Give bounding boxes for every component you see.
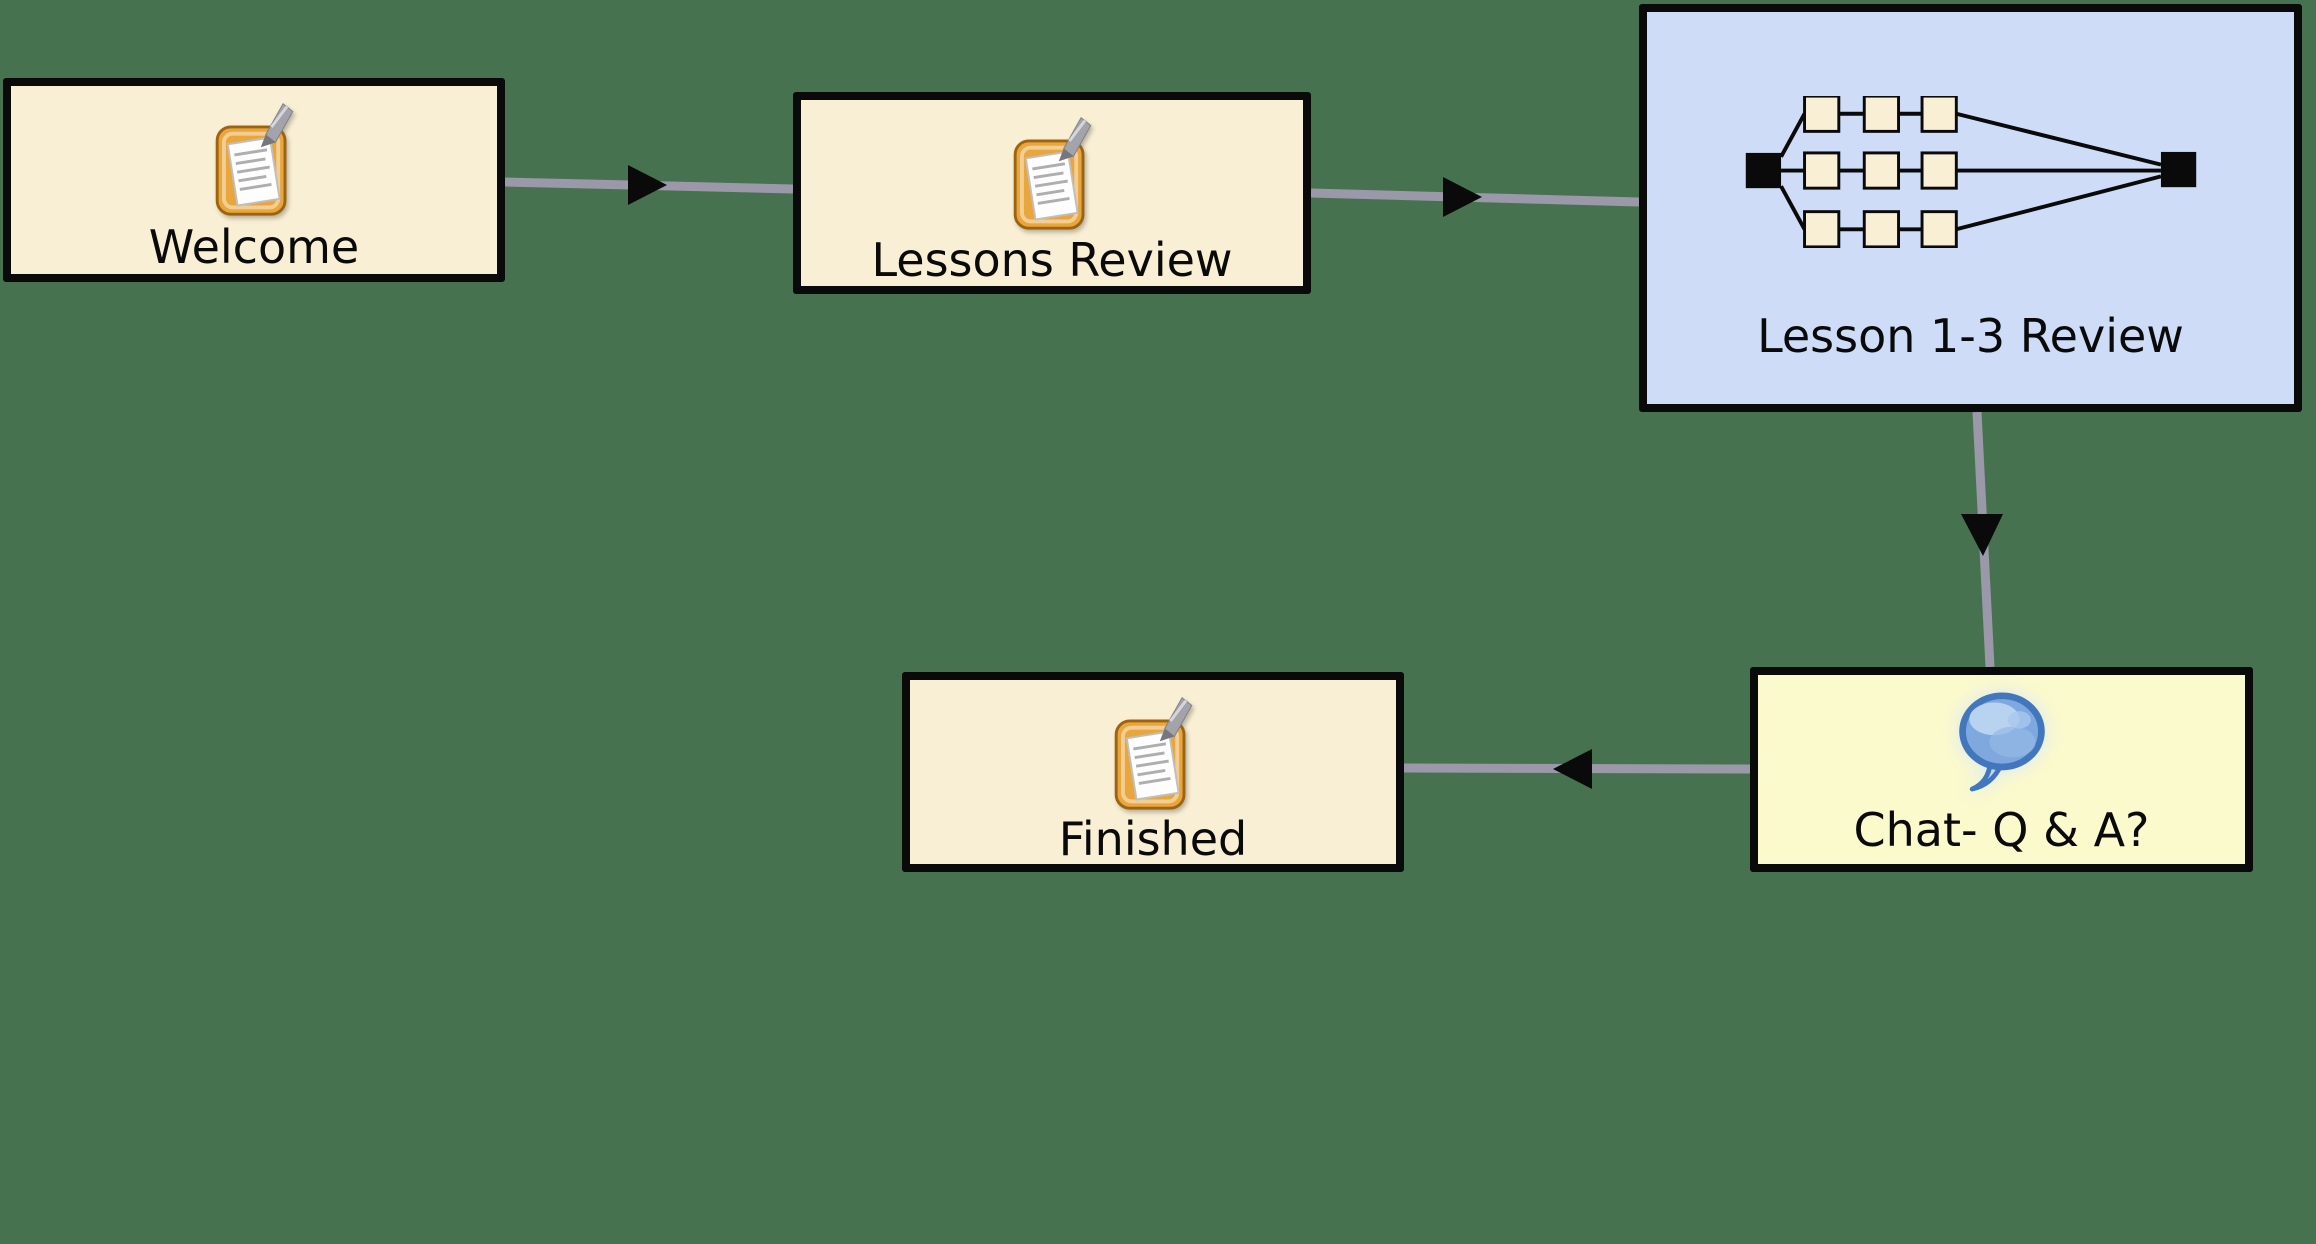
clipboard-pencil-icon <box>1013 116 1092 230</box>
arrowhead-left-icon <box>1553 749 1592 789</box>
node-label: Welcome <box>148 220 360 274</box>
node-label: Finished <box>1058 812 1248 866</box>
arrowhead-right-icon <box>628 165 667 205</box>
edge-chat-qa-to-finished <box>1403 749 1751 789</box>
clipboard-pencil-icon <box>1114 696 1193 810</box>
arrowhead-right-icon <box>1443 177 1482 217</box>
chat-bubble-icon <box>1958 692 2045 792</box>
node-lessons-review[interactable]: Lessons Review <box>793 92 1311 294</box>
node-finished[interactable]: Finished <box>902 672 1404 872</box>
process-flow-icon <box>1745 96 2196 248</box>
arrowhead-down-icon <box>1961 514 2003 556</box>
node-lesson-1-3-review[interactable]: Lesson 1-3 Review <box>1639 4 2302 412</box>
edge-welcome-to-lessons-review <box>504 165 794 205</box>
edge-lesson-1-3-review-to-chat-qa <box>1961 411 2003 668</box>
node-label: Chat- Q & A? <box>1853 802 2150 857</box>
node-label: Lesson 1-3 Review <box>1757 309 2184 363</box>
node-chat-qa[interactable]: Chat- Q & A? <box>1750 667 2253 872</box>
clipboard-pencil-icon <box>215 102 294 216</box>
node-welcome[interactable]: Welcome <box>3 78 505 282</box>
edge-lessons-review-to-lesson-1-3-review <box>1310 177 1640 217</box>
node-label: Lessons Review <box>871 233 1233 287</box>
